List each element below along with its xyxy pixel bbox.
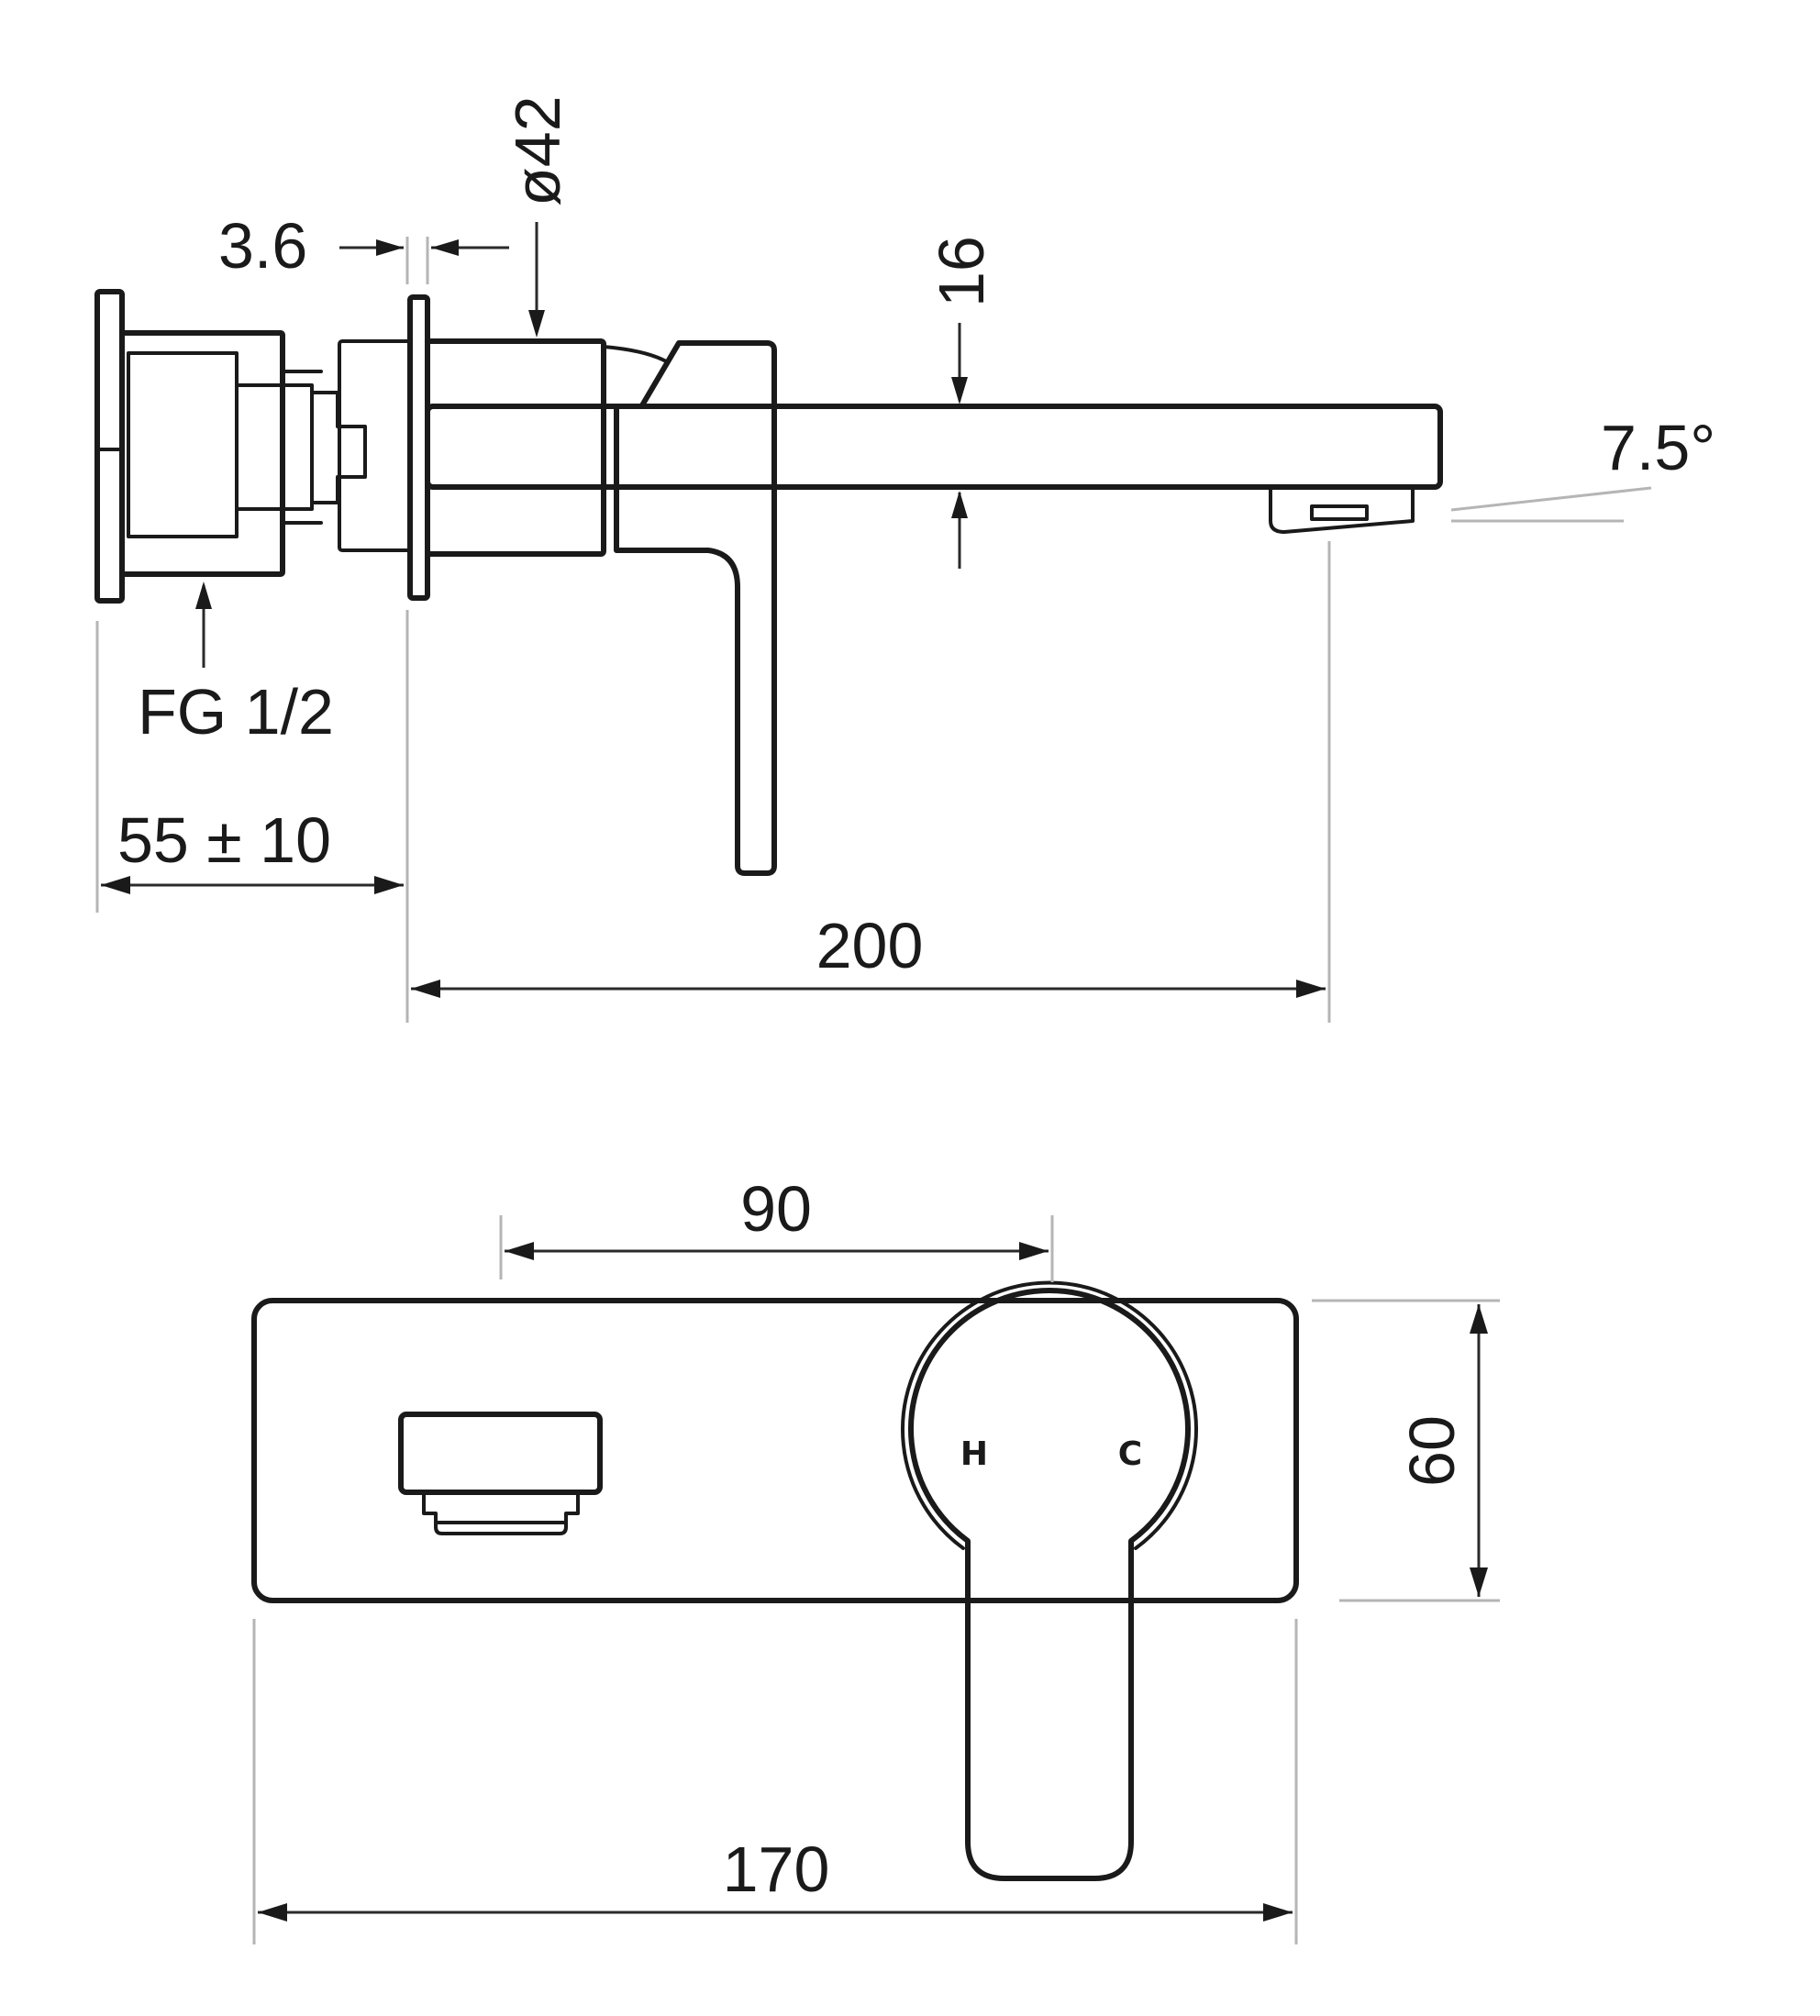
hot-mark: H [960,1435,988,1473]
valve-body-core [127,351,239,538]
dim-flange-thickness: 3.6 [218,210,307,282]
lever-handle-outline [901,1280,1198,1550]
spout-aerator [1269,485,1415,534]
valve-body-housing [119,330,285,577]
valve-cartridge [235,383,314,511]
spout-aerator-front [422,1490,580,1535]
dim-outlet-spacing: 90 [740,1173,812,1245]
dim-diameter: ø42 [502,95,573,206]
mounting-sleeve [338,339,412,552]
lever-handle-front [908,1288,1191,1881]
handle-hub [425,338,606,557]
lever-handle-profile [614,340,777,876]
dim-plate-width: 170 [723,1833,830,1905]
aerator-insert [1310,504,1369,521]
cover-plate [251,1298,1299,1603]
dim-depth-adjust: 55 ± 10 [117,804,331,876]
dim-spout-reach: 200 [816,910,924,981]
side-view: 3.6 ø42 16 7.5° FG 1/2 55 ± 10 200 [94,95,1715,1023]
front-view: H C 90 60 170 [251,1173,1500,1944]
hub-fillet [602,345,670,364]
rear-wall-flange [94,289,125,604]
dim-angle: 7.5° [1601,412,1715,483]
thread-label: FG 1/2 [138,676,334,748]
cold-mark: C [1118,1435,1142,1473]
spout-body [425,404,1443,490]
dim-plate-height: 60 [1396,1415,1468,1487]
dim-spout-height: 16 [926,236,997,307]
spout-outlet-face [398,1412,603,1495]
valve-spindle [281,370,323,525]
